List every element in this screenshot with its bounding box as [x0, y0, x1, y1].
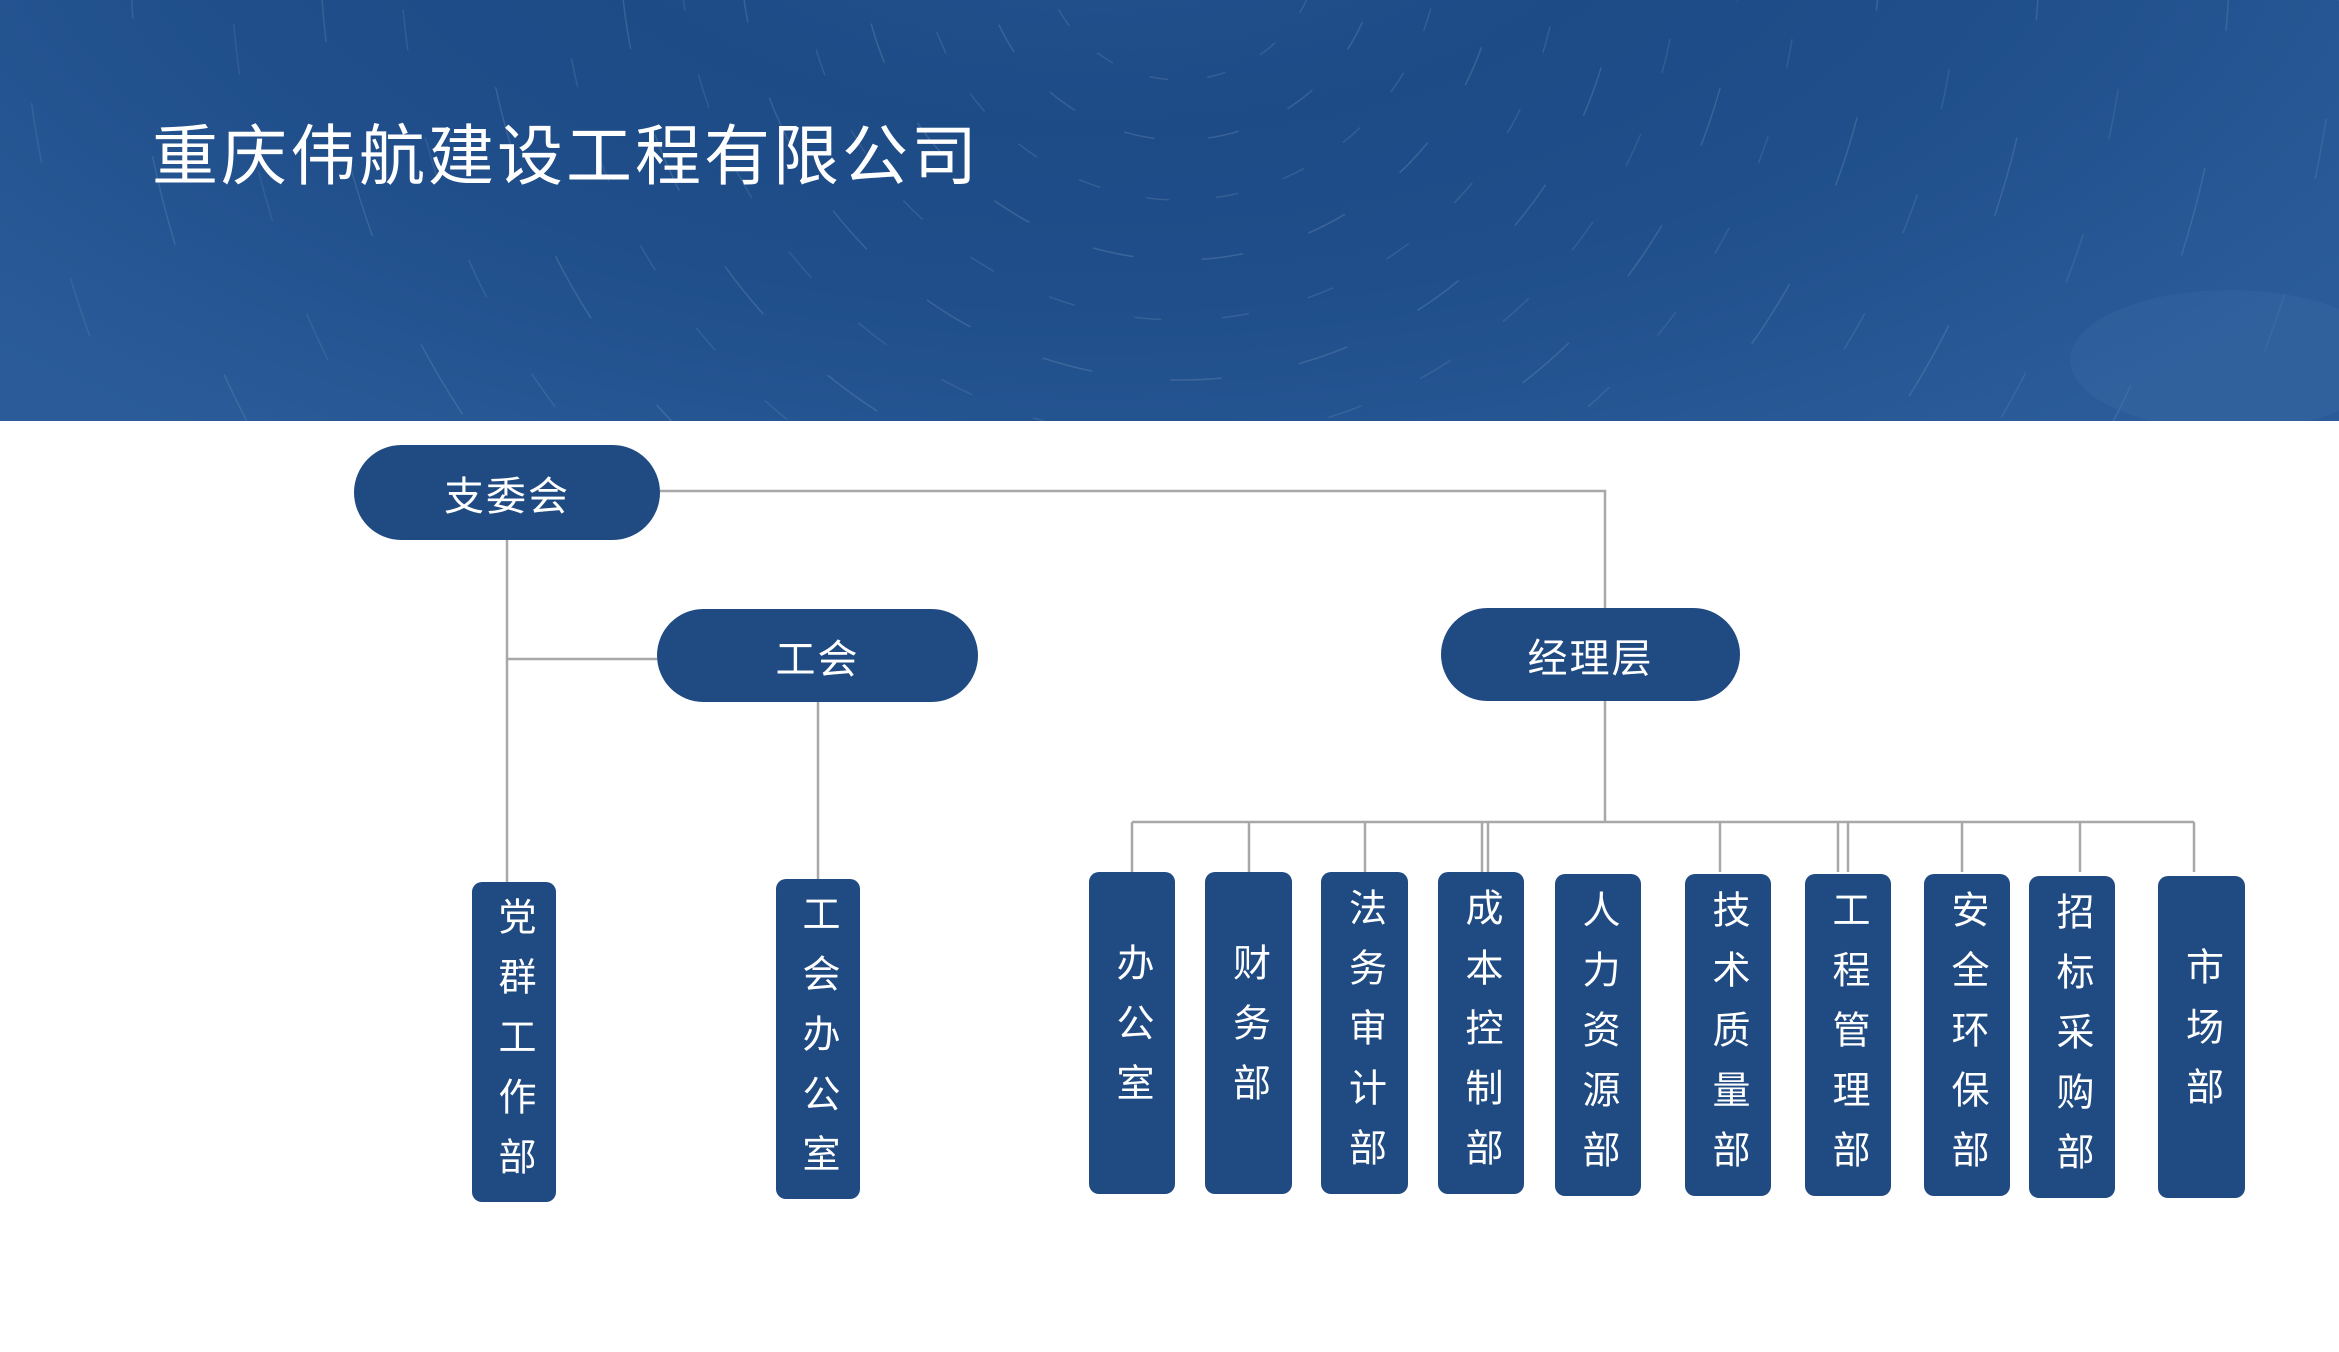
dept-finance: 财务部: [1205, 872, 1292, 1194]
dept-union-office: 工会办公室: [776, 879, 860, 1199]
connector-root-management: [660, 489, 1607, 612]
dept-marketing: 市场部: [2158, 876, 2245, 1198]
node-management: 经理层: [1441, 608, 1740, 701]
dept-legal-audit: 法务审计部: [1321, 872, 1408, 1194]
dept-procurement: 招标采购部: [2029, 876, 2115, 1198]
header-banner: 重庆伟航建设工程有限公司: [0, 0, 2339, 421]
dept-party-work: 党群工作部: [472, 882, 556, 1202]
star-trails-background: [21, 0, 2339, 421]
dept-hr: 人力资源部: [1555, 874, 1641, 1196]
node-branch-committee: 支委会: [354, 445, 660, 540]
dept-tech-quality: 技术质量部: [1685, 874, 1771, 1196]
dept-cost-control: 成本控制部: [1438, 872, 1524, 1194]
dept-engineering: 工程管理部: [1805, 874, 1891, 1196]
page-title: 重庆伟航建设工程有限公司: [152, 118, 980, 195]
dept-safety-env: 安全环保部: [1924, 874, 2010, 1196]
node-union: 工会: [657, 609, 978, 702]
dept-office: 办公室: [1089, 872, 1175, 1194]
